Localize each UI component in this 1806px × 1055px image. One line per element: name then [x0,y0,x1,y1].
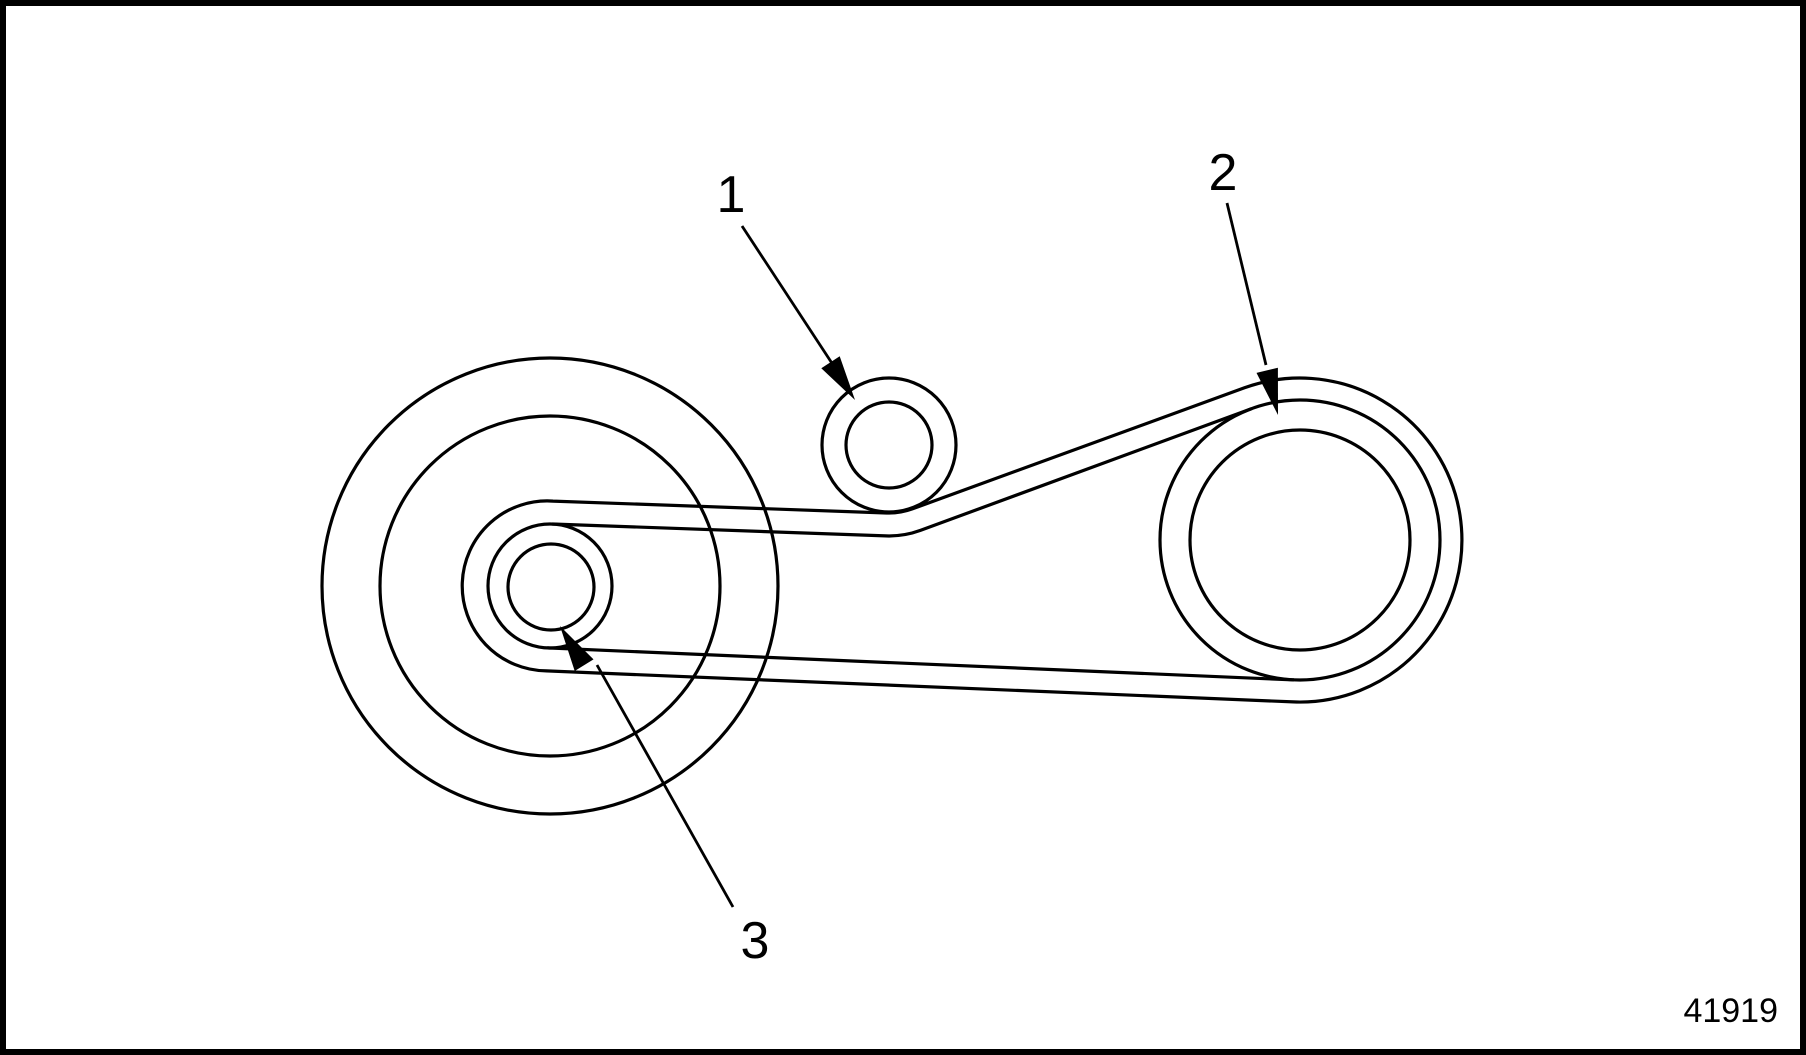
idler-pulley-outer [820,376,958,514]
belt-inner-bottom-edge [547,646,1295,682]
callout-3-arrowhead [560,626,594,671]
callout-3-leader-line [595,664,735,908]
left-pulley-inner-rim [378,414,722,758]
callout-1-label: 1 [717,166,746,224]
right-pulley-rim [1158,398,1442,682]
callout-2-label: 2 [1209,144,1238,202]
belt-inner-top-edge [552,407,1253,538]
callout-2: 2 [1209,144,1278,415]
drive-belt [460,376,1464,704]
callout-2-leader-line [1225,202,1268,366]
right-pulley-inner-rim [1188,428,1412,652]
right-pulley [1158,398,1442,682]
callout-1-arrowhead [821,356,855,400]
idler-pulley [820,376,958,514]
figure-number: 41919 [1683,992,1778,1030]
belt-outer-edge [460,376,1464,704]
idler-pulley-inner [844,400,934,490]
callout-1-leader-line [740,225,843,378]
callout-1: 1 [717,166,855,400]
left-pulley-outer-rim [320,356,780,816]
left-pulley-bore [506,542,596,632]
callout-3-label: 3 [741,912,770,970]
callout-3: 3 [560,626,769,970]
callout-2-arrowhead [1256,367,1278,415]
left-pulley [320,356,780,816]
